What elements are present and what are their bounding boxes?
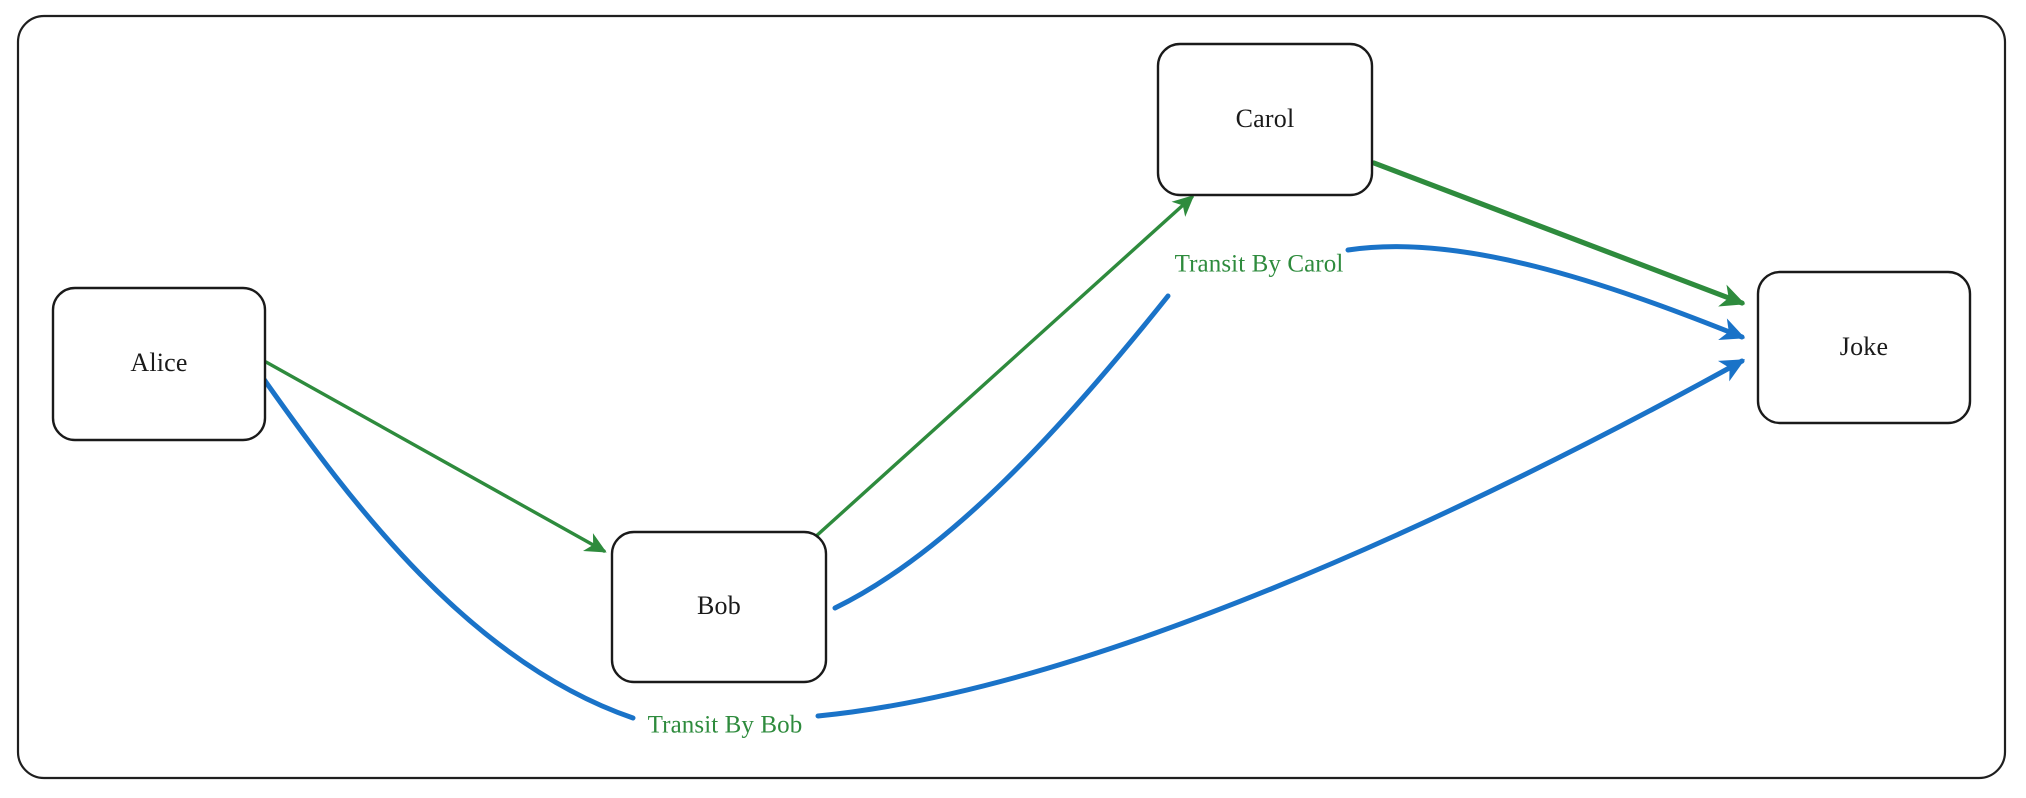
node-bob[interactable]: Bob: [610, 530, 828, 684]
node-bob-label: Bob: [697, 591, 741, 620]
edge-alice-to-joke-segment-a[interactable]: [260, 375, 636, 721]
edge-alice-to-bob[interactable]: [264, 360, 607, 553]
edge-label-transit-by-bob: Transit By Bob: [648, 712, 803, 739]
node-joke-label: Joke: [1840, 332, 1888, 361]
edge-bob-to-carol[interactable]: [812, 194, 1195, 540]
edge-layer: [260, 160, 1746, 721]
node-carol-label: Carol: [1236, 104, 1295, 133]
outer-frame-rect: [16, 14, 2007, 780]
edge-bob-to-joke-segment-a[interactable]: [832, 293, 1171, 611]
node-alice[interactable]: Alice: [51, 286, 267, 442]
edge-carol-to-joke[interactable]: [1371, 160, 1746, 307]
edge-bob-to-joke-segment-b[interactable]: [1345, 244, 1746, 341]
node-alice-box[interactable]: [51, 286, 267, 442]
node-joke[interactable]: Joke: [1756, 270, 1972, 425]
outer-frame: [16, 14, 2007, 780]
edge-label-transit-by-carol: Transit By Carol: [1175, 251, 1344, 278]
node-bob-box[interactable]: [610, 530, 828, 684]
node-layer: Alice Bob Carol Joke: [51, 42, 1972, 684]
node-carol-box[interactable]: [1156, 42, 1374, 197]
node-joke-box[interactable]: [1756, 270, 1972, 425]
edge-alice-to-joke-segment-b[interactable]: [815, 358, 1746, 719]
node-carol[interactable]: Carol: [1156, 42, 1374, 197]
node-alice-label: Alice: [130, 348, 187, 377]
edge-label-layer: Transit By Carol Transit By Bob: [648, 251, 1344, 739]
